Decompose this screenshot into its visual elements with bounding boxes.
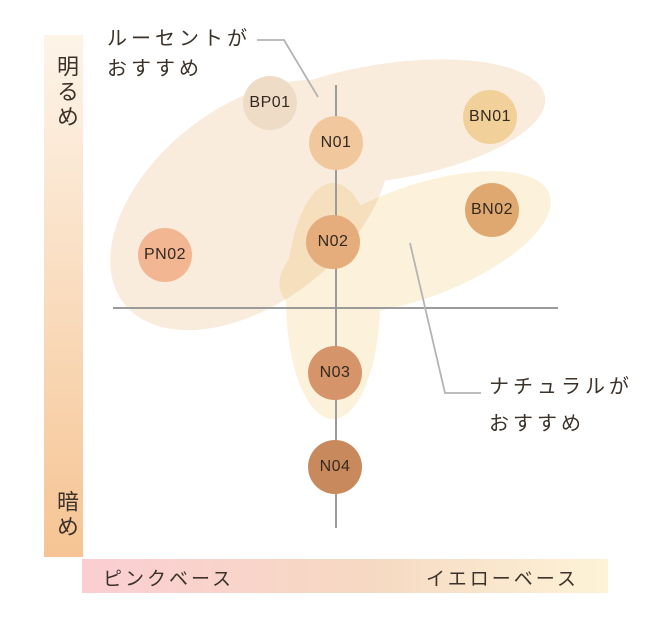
x-axis-right-label: イエローベース bbox=[426, 569, 579, 590]
shade-point-BP01: BP01 bbox=[243, 76, 297, 130]
shade-label: PN02 bbox=[143, 246, 187, 263]
shade-point-BN02: BN02 bbox=[465, 183, 519, 237]
natural-annotation-line2: おすすめ bbox=[489, 413, 585, 435]
shade-label: N02 bbox=[317, 233, 349, 250]
lucent-annotation-line2: おすすめ bbox=[107, 58, 203, 80]
lucent-annotation-line1: ルーセントが bbox=[107, 28, 251, 50]
shade-point-N01: N01 bbox=[309, 116, 363, 170]
x-axis-left-label: ピンクベース bbox=[103, 569, 235, 590]
y-axis-top-label: 明るめ bbox=[54, 55, 79, 130]
shade-label: N04 bbox=[319, 458, 351, 475]
shade-point-N03: N03 bbox=[308, 346, 362, 400]
natural-annotation: ナチュラルが おすすめ bbox=[489, 369, 633, 443]
shade-label: BP01 bbox=[249, 94, 291, 111]
shade-label: N03 bbox=[319, 364, 351, 381]
lucent-blob-horizontal bbox=[224, 59, 546, 185]
shade-point-PN02: PN02 bbox=[138, 228, 192, 282]
brightness-axis-bar bbox=[44, 35, 83, 557]
shade-label: N01 bbox=[320, 134, 352, 151]
shade-point-N04: N04 bbox=[308, 440, 362, 494]
natural-pointer-line bbox=[409, 242, 481, 394]
shade-label: BN01 bbox=[468, 108, 512, 125]
lucent-pointer-line bbox=[257, 39, 319, 98]
lucent-annotation: ルーセントが おすすめ bbox=[107, 24, 251, 84]
shade-label: BN02 bbox=[470, 201, 514, 218]
y-axis-bottom-label: 暗め bbox=[54, 490, 79, 540]
shade-point-N02: N02 bbox=[306, 215, 360, 269]
natural-annotation-line1: ナチュラルが bbox=[489, 376, 633, 398]
shade-point-BN01: BN01 bbox=[463, 90, 517, 144]
base-axis-bar bbox=[82, 559, 608, 593]
